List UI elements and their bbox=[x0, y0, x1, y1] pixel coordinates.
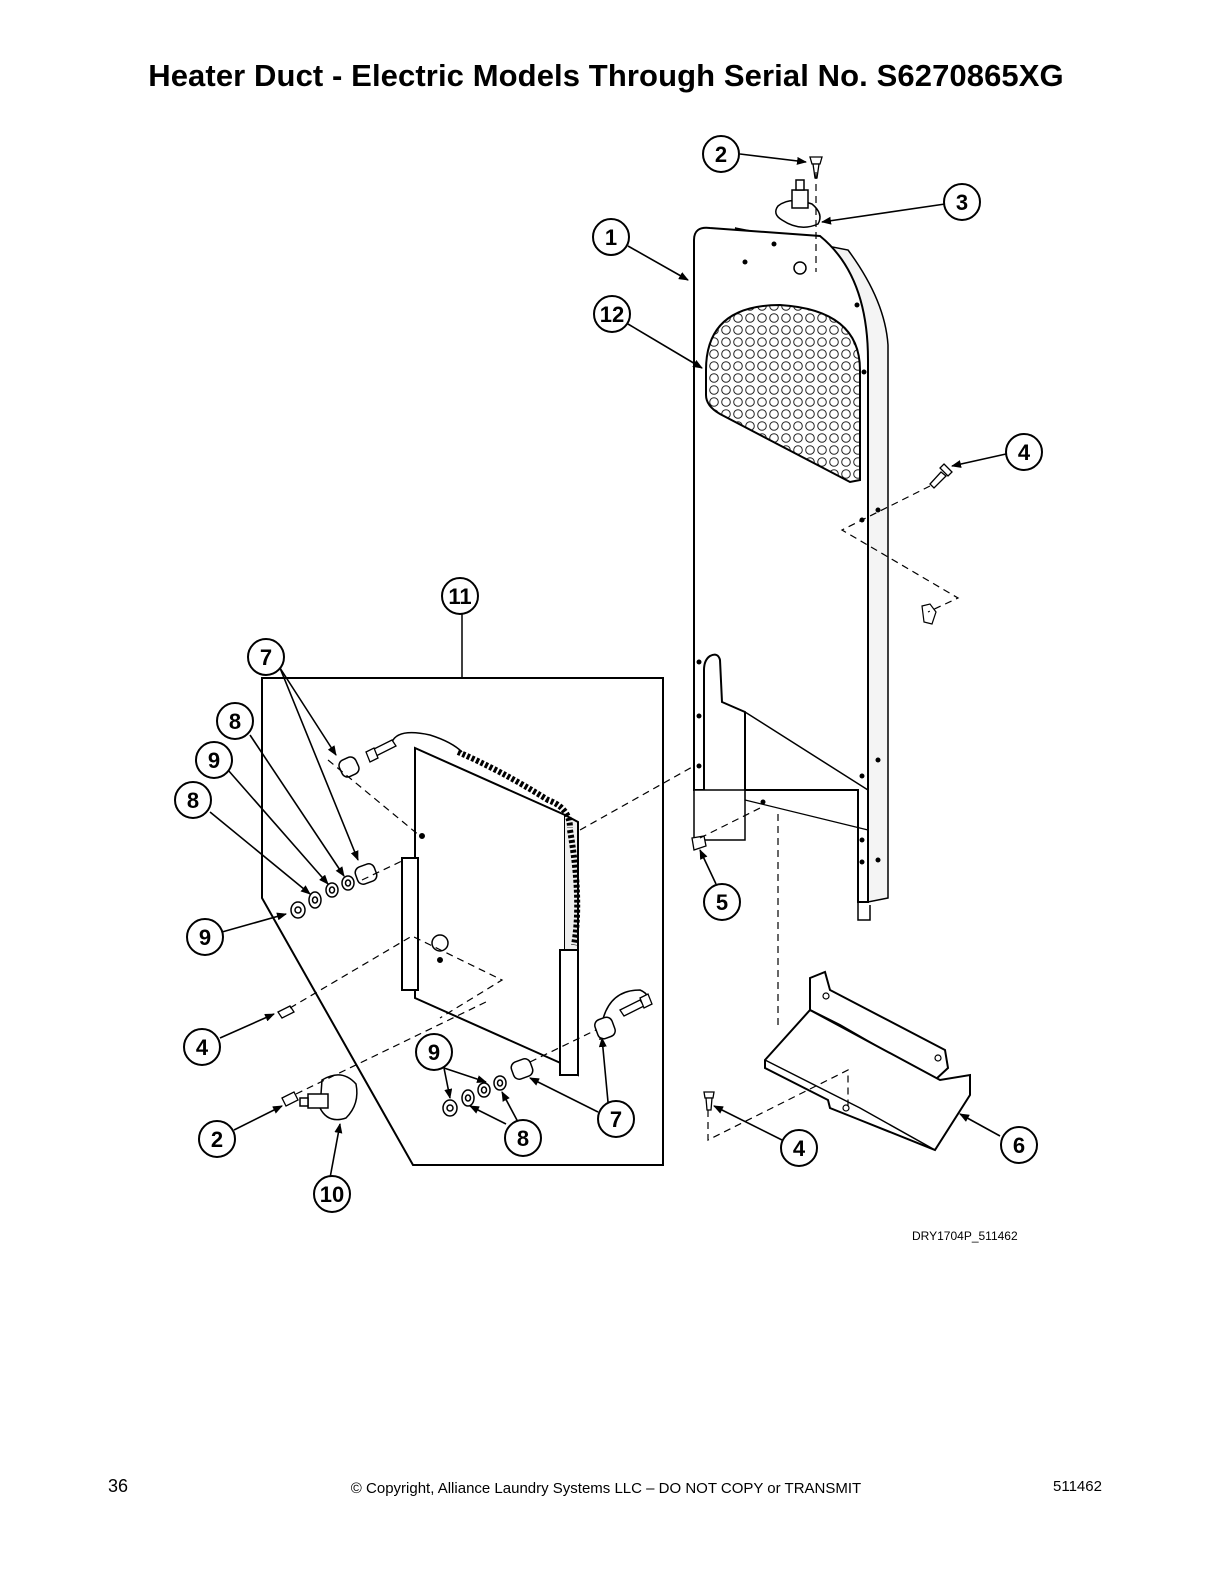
washers-and-nuts bbox=[290, 875, 507, 1117]
svg-text:6: 6 bbox=[1013, 1133, 1025, 1158]
svg-text:1: 1 bbox=[605, 225, 617, 250]
svg-text:7: 7 bbox=[260, 645, 272, 670]
svg-text:4: 4 bbox=[196, 1035, 209, 1060]
callout-bubble: 6 bbox=[1000, 1126, 1038, 1164]
callout-bubble: 9 bbox=[195, 741, 233, 779]
svg-text:9: 9 bbox=[208, 748, 220, 773]
callout-bubble: 10 bbox=[313, 1175, 351, 1213]
svg-text:9: 9 bbox=[199, 925, 211, 950]
top-screw bbox=[809, 156, 823, 179]
page-title: Heater Duct - Electric Models Through Se… bbox=[148, 58, 1064, 93]
svg-text:12: 12 bbox=[600, 302, 624, 327]
svg-text:5: 5 bbox=[716, 890, 728, 915]
svg-text:2: 2 bbox=[715, 142, 727, 167]
svg-text:11: 11 bbox=[448, 584, 471, 609]
callout-bubbles: 2 3 1 12 4 11 7 8 9 8 9 5 4 9 7 8 2 10 4… bbox=[174, 135, 1043, 1213]
page-number: 36 bbox=[108, 1476, 129, 1496]
svg-text:2: 2 bbox=[211, 1127, 223, 1152]
callout-bubble: 9 bbox=[186, 918, 224, 956]
alignment-lines bbox=[289, 172, 960, 1141]
svg-text:4: 4 bbox=[1018, 440, 1031, 465]
heater-assembly-group-outline bbox=[261, 612, 664, 1166]
callout-bubble: 12 bbox=[593, 295, 631, 333]
heater-element-plate bbox=[391, 731, 649, 1077]
terminal-bolt-upper bbox=[365, 739, 397, 763]
callout-bubble: 8 bbox=[216, 702, 254, 740]
callout-bubble: 7 bbox=[597, 1100, 635, 1138]
callout-bubble: 8 bbox=[504, 1119, 542, 1157]
callout-bubble: 4 bbox=[780, 1129, 818, 1167]
callout-bubble: 8 bbox=[174, 781, 212, 819]
lower-thermostat bbox=[299, 1074, 358, 1121]
svg-text:8: 8 bbox=[229, 709, 241, 734]
clip-bracket bbox=[921, 603, 937, 625]
callout-bubble: 5 bbox=[703, 883, 741, 921]
callout-bubble: 9 bbox=[415, 1033, 453, 1071]
callout-bubble: 3 bbox=[943, 183, 981, 221]
side-screw-upper bbox=[929, 463, 953, 489]
svg-text:10: 10 bbox=[320, 1182, 344, 1207]
svg-text:7: 7 bbox=[610, 1107, 622, 1132]
callout-bubble: 2 bbox=[198, 1120, 236, 1158]
callout-bubble: 1 bbox=[592, 218, 630, 256]
svg-text:9: 9 bbox=[428, 1040, 440, 1065]
document-number: 511462 bbox=[1053, 1478, 1102, 1495]
svg-text:8: 8 bbox=[187, 788, 199, 813]
leader-lines bbox=[209, 153, 1007, 1179]
svg-text:8: 8 bbox=[517, 1126, 529, 1151]
callout-bubble: 7 bbox=[247, 638, 285, 676]
callout-bubble: 2 bbox=[702, 135, 740, 173]
insulator-parts bbox=[338, 756, 616, 1080]
callout-bubble: 11 bbox=[441, 577, 479, 615]
lower-left-screws bbox=[277, 835, 707, 1107]
svg-text:4: 4 bbox=[793, 1136, 806, 1161]
callout-bubble: 4 bbox=[183, 1028, 221, 1066]
copyright-notice: © Copyright, Alliance Laundry Systems LL… bbox=[350, 1480, 862, 1497]
terminal-bolt-lower bbox=[619, 993, 653, 1017]
lint-screen-grille bbox=[705, 303, 861, 484]
figure-code: DRY1704P_511462 bbox=[912, 1229, 1018, 1243]
svg-text:3: 3 bbox=[956, 190, 968, 215]
callout-bubble: 4 bbox=[1005, 433, 1043, 471]
top-thermostat bbox=[775, 179, 821, 228]
bottom-screw bbox=[703, 1091, 715, 1111]
bottom-bracket bbox=[764, 970, 971, 1152]
